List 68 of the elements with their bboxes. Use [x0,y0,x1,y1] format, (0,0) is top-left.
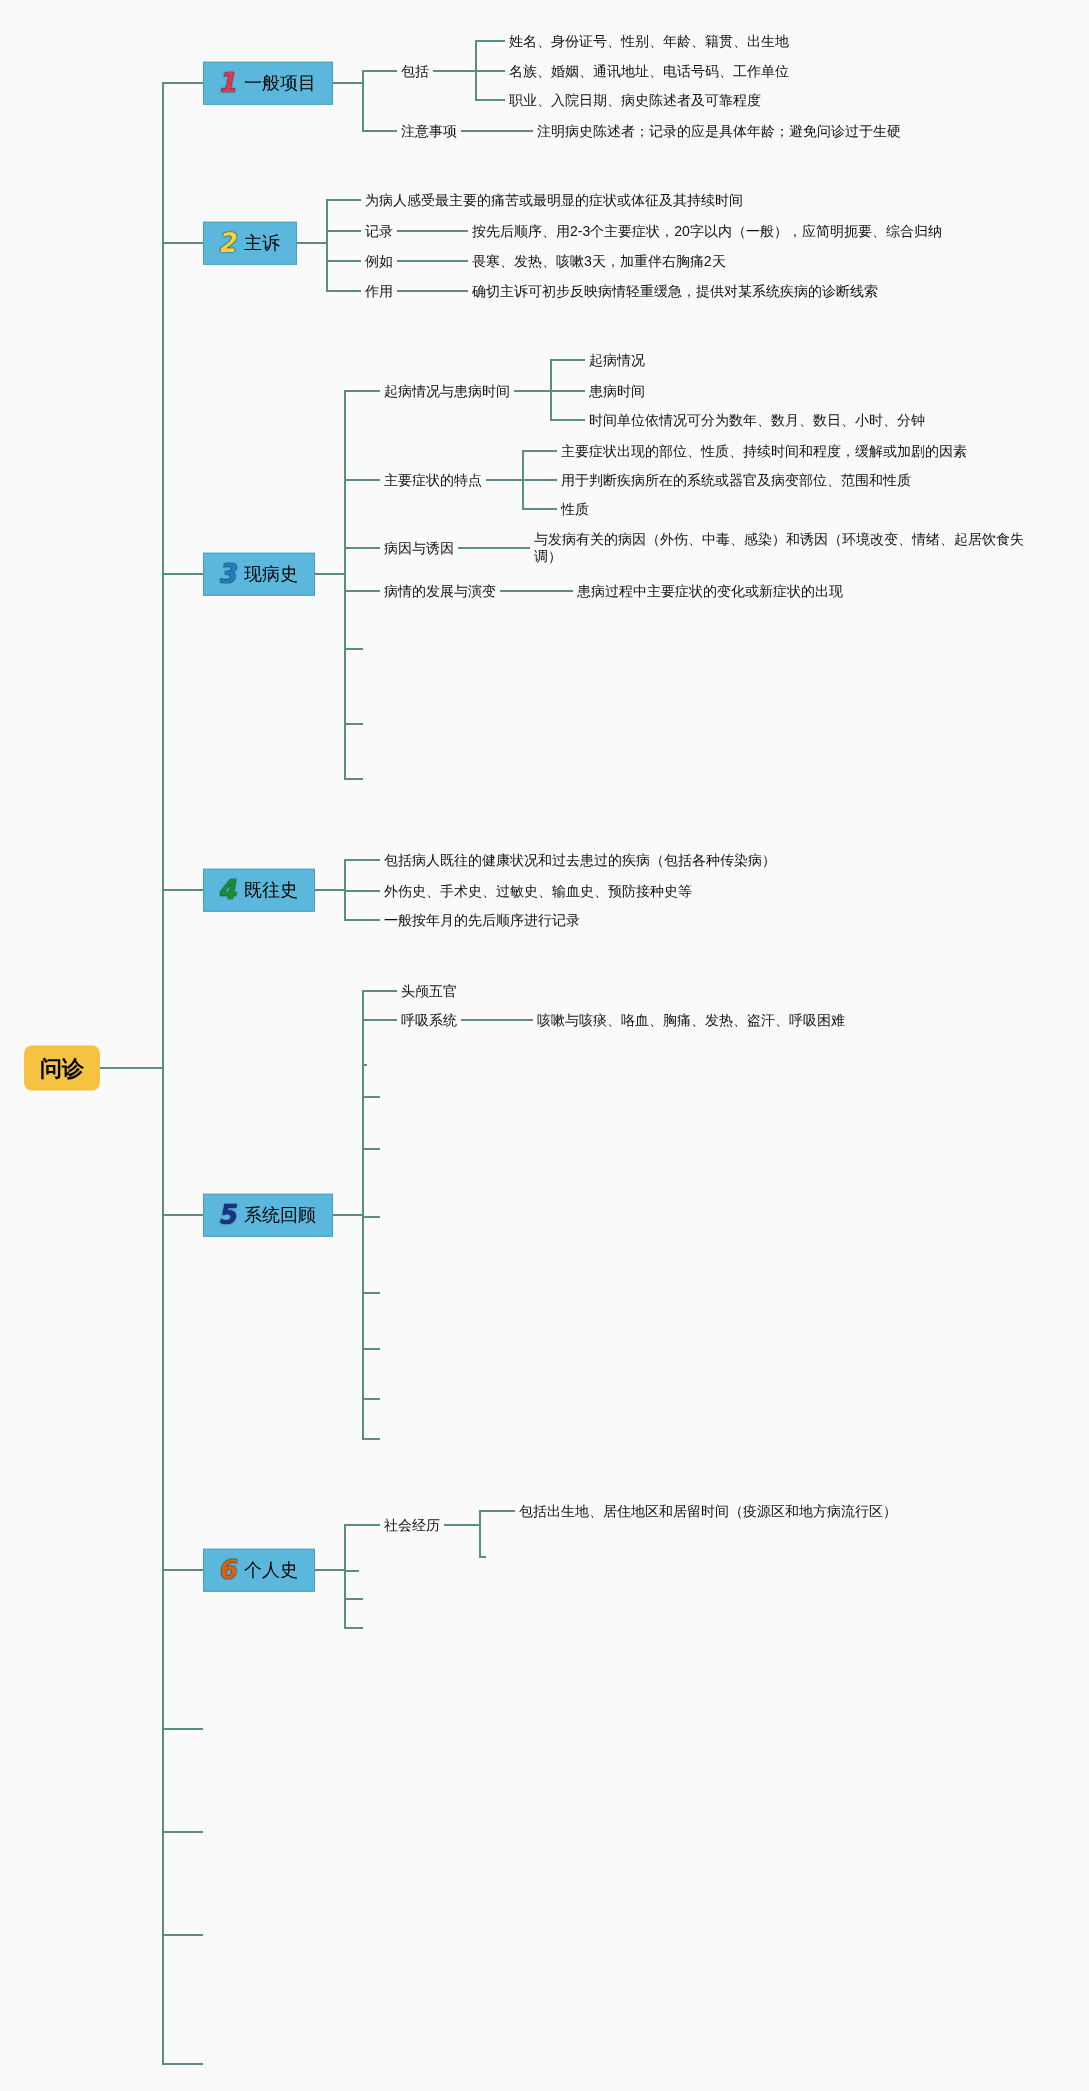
connector-line [457,547,531,549]
branch-text: 职业、入院日期、病史陈述者及可靠程度 [505,91,765,109]
connector-line [460,1019,534,1021]
branch-text: 包括出生地、居住地区和居留时间（疫源区和地方病流行区） [515,1502,901,1520]
connector-line [499,590,574,592]
connector-line [485,479,558,510]
connector-line [396,290,469,292]
branch-text: 名族、婚姻、通讯地址、电话号码、工作单位 [505,62,793,80]
topic-number: 3 [220,557,239,591]
branch-text: 按先后顺序、用2-3个主要症状，20字以内（一般），应简明扼要、综合归纳 [468,222,946,240]
topic-box [203,552,316,596]
branch-text: 性质 [557,500,593,518]
branch-text: 头颅五官 [397,982,461,1000]
branch-text: 记录 [361,222,397,240]
central-topic: 问诊 [24,1045,100,1091]
topic-title: 系统回顾 [244,1203,317,1227]
topic-box [203,1193,334,1237]
branch-text: 主要症状出现的部位、性质、持续时间和程度，缓解或加剧的因素 [557,442,971,460]
connector-line [432,70,506,101]
topic-box [203,61,334,105]
topic-number: 2 [220,226,239,260]
branch-text: 病情的发展与演变 [380,582,500,600]
topic-title: 现病史 [244,562,299,586]
branch-text: 包括病人既往的健康状况和过去患过的疾病（包括各种传染病） [380,851,780,869]
connector-line [513,390,586,421]
branch-text: 注明病史陈述者；记录的应是具体年龄；避免问诊过于生硬 [533,122,905,140]
connector-line [314,889,381,921]
branch-text: 一般按年月的先后顺序进行记录 [380,911,584,929]
branch-text: 姓名、身份证号、性别、年龄、籍贯、出生地 [505,32,793,50]
branch-text: 与发病有关的病因（外伤、中毒、感染）和诱因（环境改变、情绪、起居饮食失调） [530,531,1050,565]
branch-text: 外伤史、手术史、过敏史、输血史、预防接种史等 [380,882,696,900]
connector-line [460,130,534,132]
topic-number: 4 [220,873,239,907]
branch-text: 作用 [361,282,397,300]
connector-line [296,242,362,292]
branch-text: 用于判断疾病所在的系统或器官及病变部位、范围和性质 [557,471,915,489]
branch-text: 畏寒、发热、咳嗽3天，加重伴右胸痛2天 [468,252,730,270]
branch-text: 呼吸系统 [397,1011,461,1029]
connector-line [314,1569,364,1629]
topic-title: 一般项目 [244,71,317,95]
branch-text: 咳嗽与咳痰、咯血、胸痛、发热、盗汗、呼吸困难 [533,1011,849,1029]
branch-text: 为病人感受最主要的痛苦或最明显的症状或体征及其持续时间 [361,191,747,209]
branch-text: 起病情况 [585,351,649,369]
connector-line [396,260,469,262]
branch-text: 起病情况与患病时间 [380,382,514,400]
topic-number: 1 [220,66,239,100]
branch-text: 病因与诱因 [380,539,458,557]
branch-text: 患病过程中主要症状的变化或新症状的出现 [573,582,847,600]
topic-title: 主诉 [244,231,281,255]
topic-title: 个人史 [244,1558,299,1582]
branch-text: 注意事项 [397,122,461,140]
connector-line [314,573,364,780]
topic-number: 5 [220,1198,239,1232]
branch-text: 包括 [397,62,433,80]
connector-line [443,1524,487,1558]
branch-text: 时间单位依情况可分为数年、数月、数日、小时、分钟 [585,411,929,429]
topic-title: 既往史 [244,878,299,902]
topic-box [203,1548,316,1592]
connector-line [396,230,469,232]
topic-box [203,868,316,912]
connector-line [332,82,398,132]
topic-number: 6 [220,1553,239,1587]
branch-text: 患病时间 [585,382,649,400]
branch-text: 社会经历 [380,1516,444,1534]
branch-text: 例如 [361,252,397,270]
branch-text: 确切主诉可初步反映病情轻重缓急，提供对某系统疾病的诊断线索 [468,282,882,300]
branch-text: 主要症状的特点 [380,471,486,489]
topic-box [203,221,298,265]
